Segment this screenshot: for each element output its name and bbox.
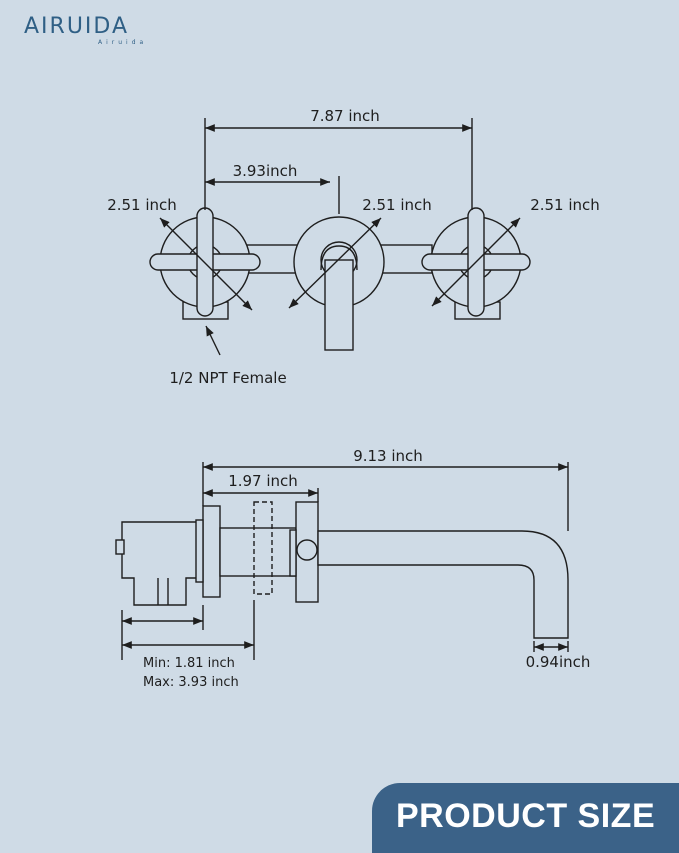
npt-label: 1/2 NPT Female [169,369,286,387]
front-view [149,118,531,356]
center-spacing-label: 3.93inch [233,162,298,180]
valve-stem [219,527,297,577]
wall-line [253,501,273,595]
side-view [115,462,569,660]
wall-max-label: Max: 3.93 inch [143,675,239,690]
spout [317,530,569,639]
product-size-badge: PRODUCT SIZE [372,783,679,853]
center-diameter-label: 2.51 inch [362,196,432,214]
body-depth-label: 1.97 inch [228,472,298,490]
center-spout-mount [293,216,385,351]
brand-tagline: Airuida [98,39,148,46]
overall-width-label: 7.87 inch [310,107,380,125]
rough-in-valve [121,521,198,606]
right-diameter-label: 2.51 inch [530,196,600,214]
left-diameter-label: 2.51 inch [107,196,177,214]
spout-diameter-label: 0.94inch [526,653,591,671]
spout-reach-label: 9.13 inch [353,447,423,465]
brand-logo: AIRUIDA [24,14,130,39]
wall-min-label: Min: 1.81 inch [143,656,235,671]
wall-flange [202,505,221,598]
